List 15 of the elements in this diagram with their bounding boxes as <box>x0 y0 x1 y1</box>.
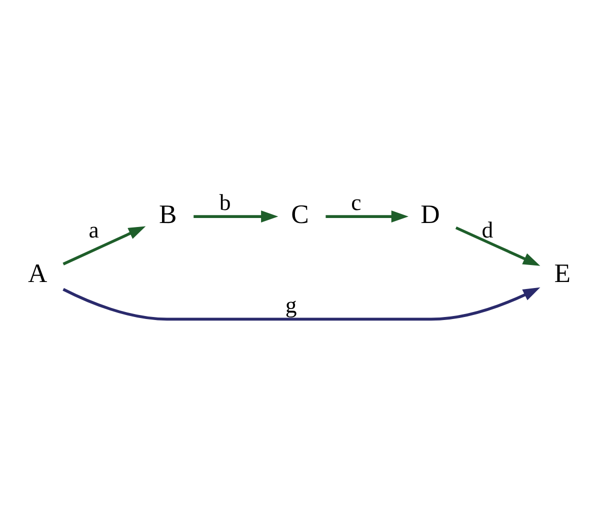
node-text: D <box>420 198 440 229</box>
node-text: E <box>554 258 571 288</box>
arrow <box>62 286 540 320</box>
arrow <box>326 210 408 222</box>
node-text: C <box>291 198 309 229</box>
edge-label: d⃗ <box>482 217 511 242</box>
edge-label: b⃗ <box>219 190 248 215</box>
arrow <box>194 210 278 222</box>
edge-label: c⃗ <box>351 190 380 215</box>
arrow <box>455 226 540 266</box>
node-text: A <box>28 258 48 288</box>
edge-label: a⃗ <box>88 217 117 242</box>
arrow <box>62 226 146 265</box>
node-text: B <box>158 198 177 229</box>
edge-label: g⃗ <box>285 292 315 318</box>
